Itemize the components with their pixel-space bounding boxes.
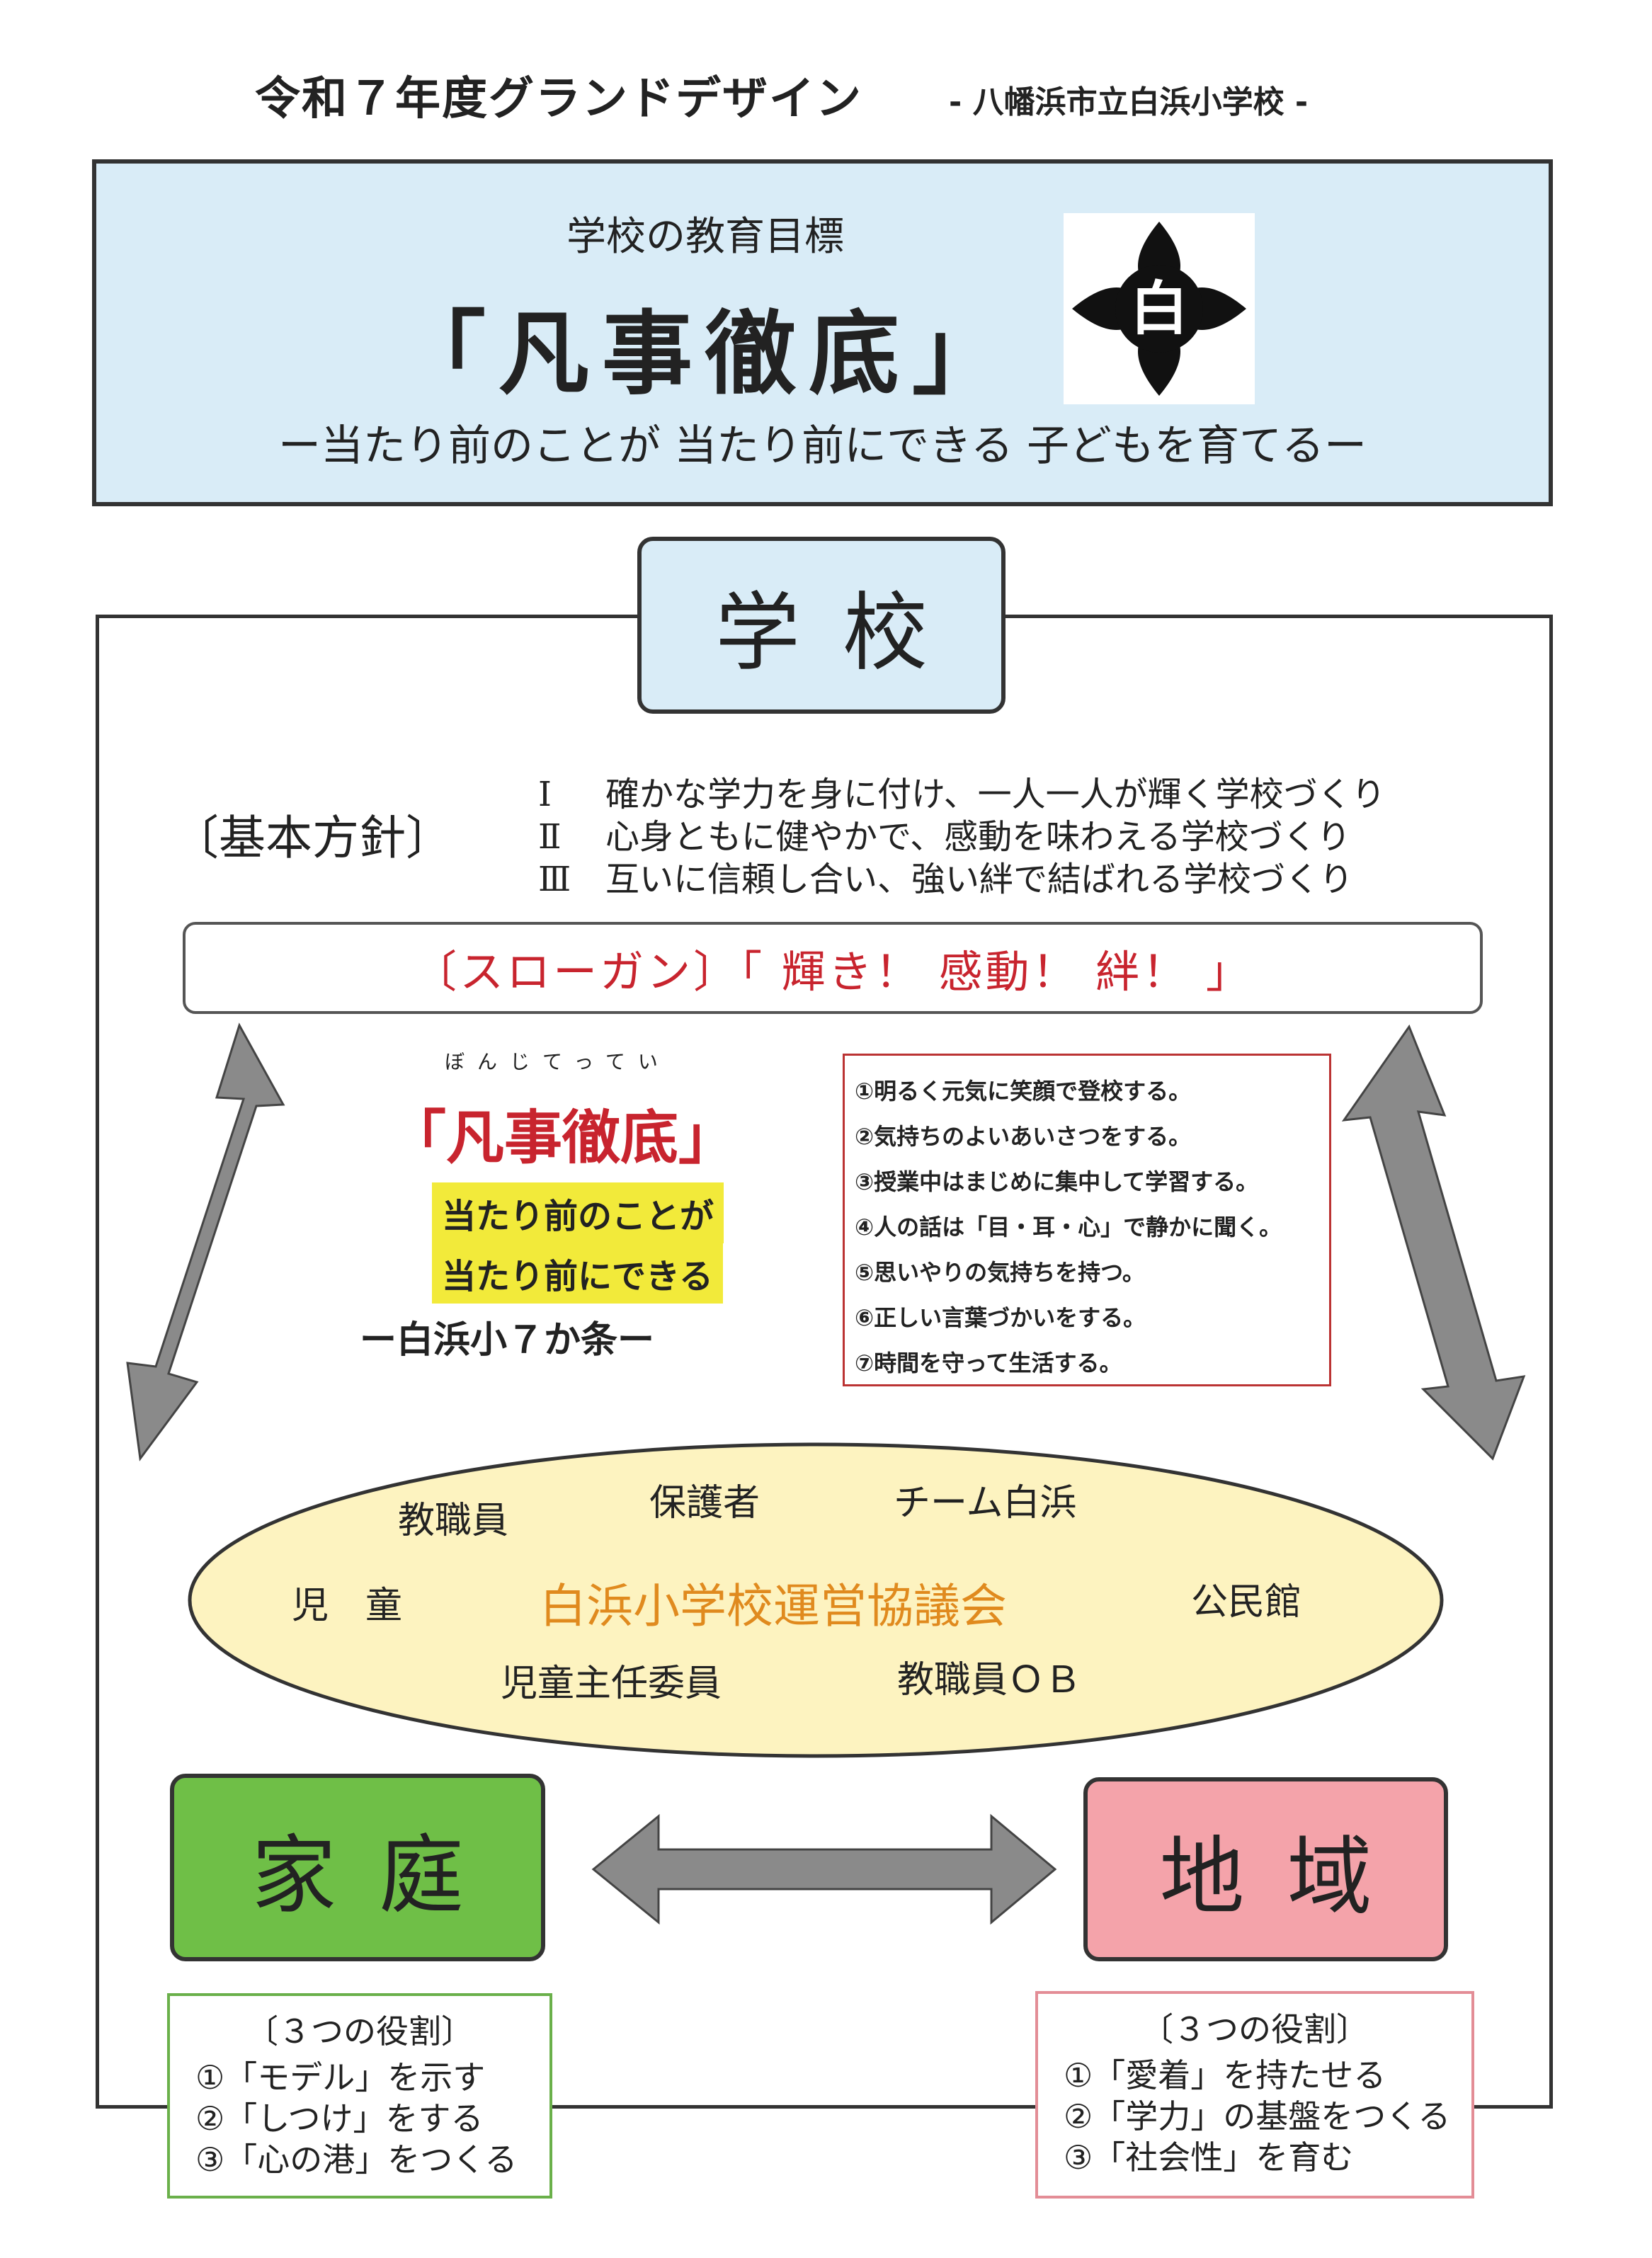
roles-heading: 〔３つの役割〕 xyxy=(1141,2010,1369,2048)
emblem-char: 白 xyxy=(1130,275,1188,343)
basic-policy-label: 〔基本方針〕 xyxy=(172,811,452,865)
goal-subtitle: ー当たり前のことが 当たり前にできる 子どもを育てるー xyxy=(278,421,1367,471)
council-member: 保護者 xyxy=(649,1482,761,1524)
rule-item: ②気持ちのよいあいさつをする。 xyxy=(855,1123,1192,1150)
council-member: 教職員 xyxy=(398,1500,509,1542)
policy-item: Ⅲ 互いに信頼し合い、強い絆で結ばれる学校づくり xyxy=(538,851,1353,901)
policy-item: Ⅰ 確かな学力を身に付け、一人一人が輝く学校づくり xyxy=(538,766,1386,816)
rule-item: ⑥正しい言葉づかいをする。 xyxy=(855,1304,1146,1331)
motto-highlight-line: 当たり前のことが xyxy=(432,1182,724,1243)
goal-main-text: 「凡事徹底」 xyxy=(394,301,1015,407)
role-item: ③「社会性」を育む xyxy=(1064,2138,1354,2177)
rule-item: ⑦時間を守って生活する。 xyxy=(855,1350,1122,1376)
motto-footer: ー白浜小７か条ー xyxy=(360,1319,655,1362)
policy-text: 心身ともに健やかで、感動を味わえる学校づくり xyxy=(605,817,1351,857)
rule-item: ③授業中はまじめに集中して学習する。 xyxy=(855,1168,1259,1195)
role-item: ②「学力」の基盤をつくる xyxy=(1064,2097,1451,2136)
role-item: ②「しつけ」をする xyxy=(195,2099,484,2138)
document-title: 令和７年度グランドデザイン xyxy=(255,73,862,125)
council-ellipse-shape xyxy=(188,1442,1444,1758)
community-label-box: 地域 xyxy=(1083,1777,1448,1961)
right-double-arrow-icon xyxy=(1341,1024,1526,1461)
left-double-arrow-icon xyxy=(126,1022,285,1461)
council-member: 児童主任委員 xyxy=(501,1663,722,1705)
policy-text: 確かな学力を身に付け、一人一人が輝く学校づくり xyxy=(605,775,1386,814)
motto-title: 「凡事徹底」 xyxy=(388,1104,737,1172)
policy-item: Ⅱ 心身ともに健やかで、感動を味わえる学校づくり xyxy=(538,809,1351,858)
council-member: 公民館 xyxy=(1191,1581,1302,1624)
school-emblem: 白 xyxy=(1064,213,1255,404)
home-label-box: 家庭 xyxy=(170,1774,545,1961)
motto-highlight-line: 当たり前にできる xyxy=(432,1243,724,1304)
slogan-box: 〔スローガン〕「 輝き！ 感動！ 絆！ 」 xyxy=(183,922,1483,1014)
role-item: ①「モデル」を示す xyxy=(195,2058,486,2097)
home-roles-box: 〔３つの役割〕 ①「モデル」を示す ②「しつけ」をする ③「心の港」をつくる xyxy=(167,1993,552,2199)
council-ellipse: 教職員 保護者 チーム白浜 児 童 白浜小学校運営協議会 公民館 児童主任委員 … xyxy=(186,1441,1446,1760)
school-label-box: 学校 xyxy=(637,537,1006,714)
horizontal-double-arrow-icon xyxy=(591,1813,1057,1925)
school-name: - 八幡浜市立白浜小学校 - xyxy=(949,84,1309,120)
school-emblem-icon: 白 xyxy=(1072,222,1246,396)
motto-ruby: ぼんじてってい xyxy=(445,1050,671,1073)
council-member: 教職員ＯＢ xyxy=(897,1659,1082,1701)
policy-number: Ⅱ xyxy=(538,817,562,857)
roles-heading: 〔３つの役割〕 xyxy=(246,2012,474,2051)
rule-item: ④人の話は「目・耳・心」で静かに聞く。 xyxy=(855,1214,1282,1241)
council-name: 白浜小学校運営協議会 xyxy=(540,1579,1007,1633)
policy-number: Ⅲ xyxy=(538,860,571,899)
rule-item: ①明るく元気に笑顔で登校する。 xyxy=(855,1078,1192,1105)
rule-item: ⑤思いやりの気持ちを持つ。 xyxy=(855,1259,1145,1286)
role-item: ①「愛着」を持たせる xyxy=(1064,2056,1386,2094)
goal-heading: 学校の教育目標 xyxy=(566,214,844,260)
council-member: チーム白浜 xyxy=(894,1482,1077,1524)
slogan-text: 〔スローガン〕「 輝き！ 感動！ 絆！ 」 xyxy=(413,946,1253,998)
policy-text: 互いに信頼し合い、強い絆で結ばれる学校づくり xyxy=(605,860,1354,899)
seven-rules-box: ①明るく元気に笑顔で登校する。 ②気持ちのよいあいさつをする。 ③授業中はまじめ… xyxy=(843,1054,1331,1386)
community-roles-box: 〔３つの役割〕 ①「愛着」を持たせる ②「学力」の基盤をつくる ③「社会性」を育… xyxy=(1035,1991,1474,2199)
council-member: 児 童 xyxy=(292,1585,403,1627)
policy-number: Ⅰ xyxy=(538,775,552,814)
role-item: ③「心の港」をつくる xyxy=(195,2140,518,2179)
education-goal-box: 学校の教育目標 「凡事徹底」 白 ー当たり前のことが 当たり前にできる 子どもを… xyxy=(92,159,1553,506)
